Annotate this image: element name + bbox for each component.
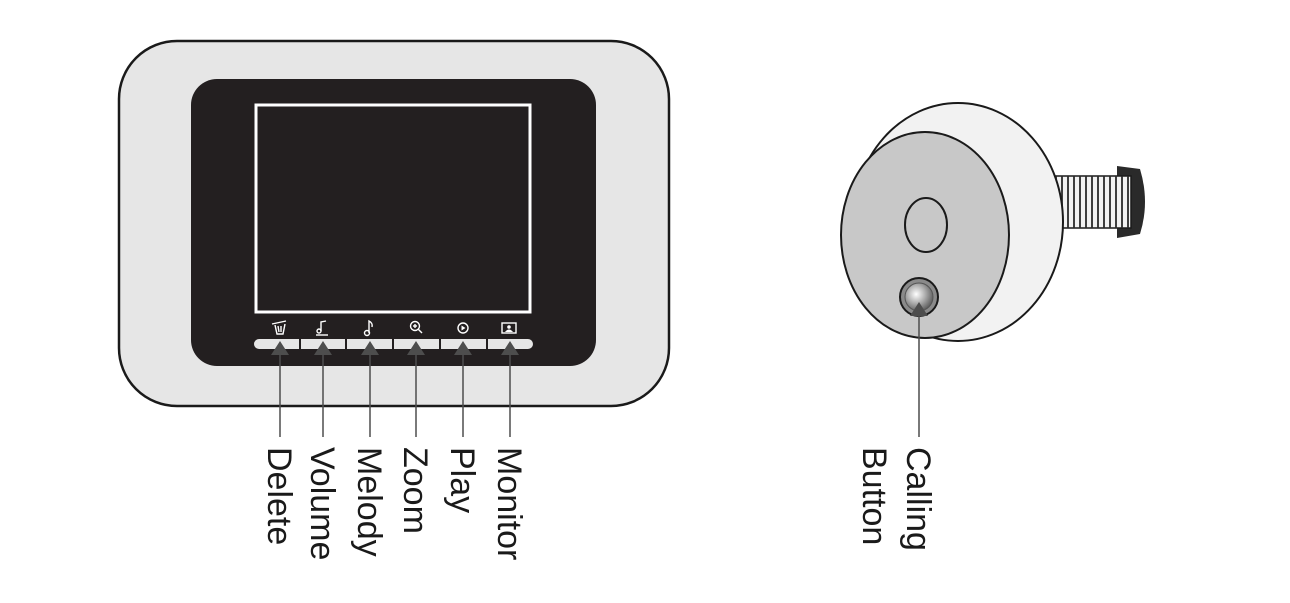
label-delete: Delete xyxy=(260,447,298,546)
label-play: Play xyxy=(443,447,481,514)
button-pointer-arrows xyxy=(271,341,519,437)
zoom-icon xyxy=(409,320,423,334)
label-monitor: Monitor xyxy=(490,447,528,561)
monitor-screen xyxy=(254,103,532,314)
label-volume: Volume xyxy=(303,447,341,561)
label-melody: Melody xyxy=(350,447,388,557)
calling-button-arrow xyxy=(910,302,928,437)
play-icon xyxy=(457,322,469,334)
label-zoom: Zoom xyxy=(396,447,434,534)
label-calling-line: Calling xyxy=(899,447,937,551)
monitor-unit xyxy=(117,39,671,408)
label-calling-button: Calling Button xyxy=(852,447,940,597)
monitor-icon xyxy=(501,322,517,334)
doorbell-unit xyxy=(840,102,1145,342)
volume-icon xyxy=(316,320,328,336)
trash-icon xyxy=(271,320,287,335)
label-button-line: Button xyxy=(855,447,893,546)
camera-lens xyxy=(904,197,948,253)
music-note-icon xyxy=(363,319,373,337)
